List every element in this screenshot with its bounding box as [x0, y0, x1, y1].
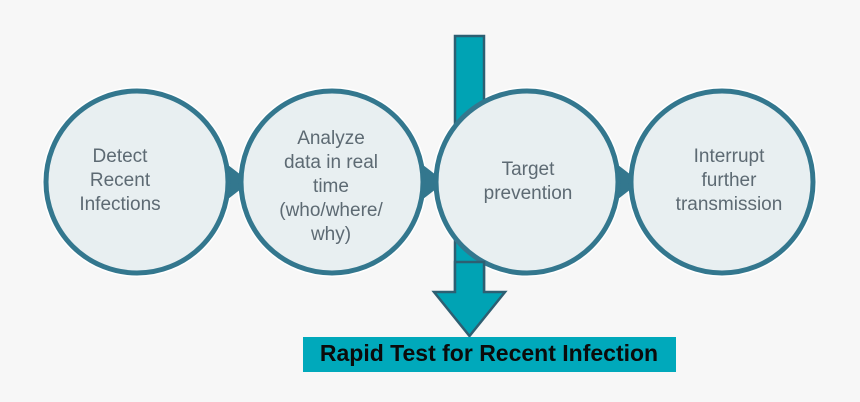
step-3-line-1: Target — [502, 159, 556, 180]
step-2-line-3: time — [313, 176, 349, 197]
step-3-line-2: prevention — [484, 183, 573, 204]
step-node-detect-recent-infections[interactable]: Detect Recent Infections — [43, 88, 231, 276]
step-1-line-2: Recent — [90, 170, 151, 191]
down-arrow-icon — [431, 260, 508, 338]
step-4-line-2: further — [702, 170, 758, 191]
step-node-interrupt-further-transmission[interactable]: Interrupt further transmission — [628, 88, 816, 276]
step-node-target-prevention[interactable]: Target prevention — [433, 88, 621, 276]
step-1-line-3: Infections — [79, 194, 160, 215]
step-node-analyze-data-in-real-time[interactable]: Analyze data in real time (who/where/ wh… — [238, 88, 426, 276]
step-2-line-2: data in real — [284, 152, 378, 173]
step-4-line-3: transmission — [676, 194, 783, 215]
step-2-line-5: why) — [310, 224, 351, 245]
banner-label: Rapid Test for Recent Infection — [320, 340, 658, 366]
step-1-line-1: Detect — [93, 146, 149, 167]
step-2-line-4: (who/where/ — [279, 200, 383, 221]
step-2-line-1: Analyze — [297, 128, 365, 149]
step-4-line-1: Interrupt — [694, 146, 765, 167]
banner[interactable]: Rapid Test for Recent Infection — [303, 337, 676, 372]
